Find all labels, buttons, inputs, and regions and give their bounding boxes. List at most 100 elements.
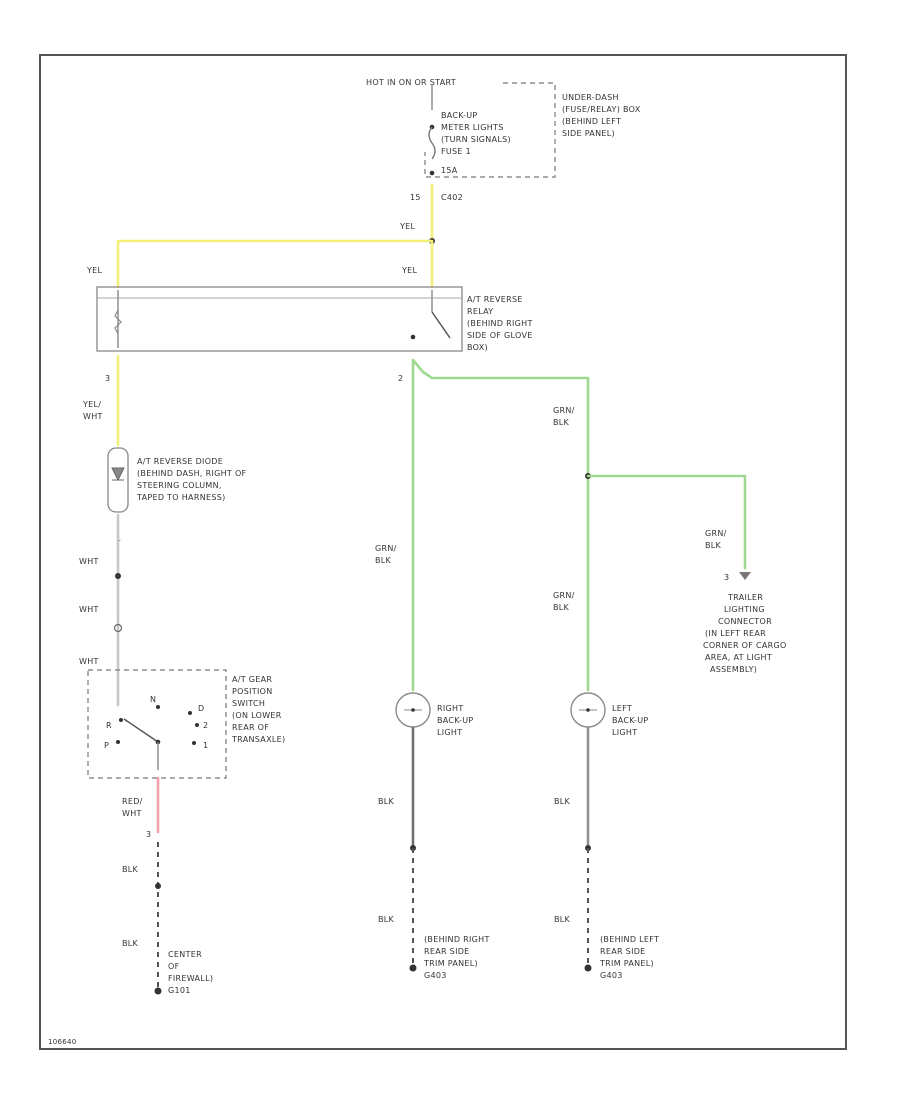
blk-splice	[155, 883, 161, 889]
fuse-pin-label: 15	[410, 193, 421, 202]
gear-pos-1: 1	[203, 741, 208, 750]
relay-label-1: A/T REVERSE	[467, 295, 523, 304]
right-ground-label-4: G403	[424, 971, 447, 980]
fuse-element	[428, 126, 436, 160]
right-ground-label-3: TRIM PANEL)	[423, 959, 478, 968]
yel-wht-label-2: WHT	[83, 412, 103, 421]
gear-contact-1	[192, 741, 196, 745]
fuse-bottom-terminal	[429, 170, 435, 176]
switch-bottom-pin: 3	[146, 830, 151, 839]
wht-connector	[113, 623, 123, 633]
diode-label-3: STEERING COLUMN,	[137, 481, 222, 490]
grn-blk-mid-label-2: BLK	[553, 603, 570, 612]
ground-right	[409, 964, 417, 972]
trailer-label-2: LIGHTING	[724, 605, 765, 614]
ground-left	[584, 964, 592, 972]
relay-coil-symbol	[114, 309, 122, 335]
wht-label-1: WHT	[79, 557, 99, 566]
trailer-label-5: CORNER OF CARGO	[703, 641, 787, 650]
gear-switch-label-1: A/T GEAR	[232, 675, 272, 684]
gear-switch-label-3: SWITCH	[232, 699, 265, 708]
blk-lr-label-1: BLK	[554, 797, 571, 806]
relay-left-pin: 3	[105, 374, 110, 383]
grn-blk-wire-trailer	[586, 474, 747, 570]
gear-switch-wiper	[123, 718, 159, 743]
ground-center-label-1: CENTER	[168, 950, 202, 959]
fuse-box-label-4: SIDE PANEL)	[562, 129, 615, 138]
blk-label-2: BLK	[122, 939, 139, 948]
power-label: HOT IN ON OR START	[366, 78, 456, 87]
wht-label-2: WHT	[79, 605, 99, 614]
trailer-pin: 3	[724, 573, 729, 582]
grn-blk-top-label-2: BLK	[553, 418, 570, 427]
figure-id: 106640	[48, 1038, 77, 1046]
ground-center-label-2: OF	[168, 962, 180, 971]
fuse-box-outline	[424, 82, 556, 178]
relay-label-5: BOX)	[467, 343, 488, 352]
ground-center-label-3: FIREWALL)	[168, 974, 213, 983]
fuse-connector-label: C402	[441, 193, 463, 202]
fuse-box-label-3: (BEHIND LEFT	[562, 117, 621, 126]
right-ground-label-2: REAR SIDE	[424, 947, 470, 956]
trailer-connector-terminal	[739, 572, 751, 580]
blk-label-1: BLK	[122, 865, 139, 874]
fuse-box-label-1: UNDER-DASH	[562, 93, 619, 102]
gear-switch-label-6: TRANSAXLE)	[231, 735, 285, 744]
ground-g101	[154, 987, 162, 995]
trailer-label-4: (IN LEFT REAR	[705, 629, 766, 638]
diode-label-1: A/T REVERSE DIODE	[137, 457, 223, 466]
right-ground-label-1: (BEHIND RIGHT	[424, 935, 490, 944]
gear-pos-p: P	[104, 741, 109, 750]
ground-center-label-4: G101	[168, 986, 191, 995]
yel-right-label: YEL	[401, 266, 418, 275]
fuse-label-5: 15A	[441, 166, 458, 175]
reverse-relay-box	[96, 286, 463, 352]
grn-blk-trailer-label-1: GRN/	[705, 529, 727, 538]
grn-blk-left-label-1: GRN/	[375, 544, 397, 553]
trailer-label-1: TRAILER	[727, 593, 763, 602]
grn-blk-mid-label-1: GRN/	[553, 591, 575, 600]
yel-wht-label-1: YEL/	[82, 400, 101, 409]
yel-wire-label: YEL	[399, 222, 416, 231]
relay-switch-contact	[431, 311, 451, 339]
left-lamp-label-3: LIGHT	[612, 728, 637, 737]
gear-pos-d: D	[198, 704, 204, 713]
fuse-label-1: BACK-UP	[441, 111, 477, 120]
reverse-diode-box	[107, 447, 129, 513]
left-lamp-node	[586, 708, 590, 712]
wht-label-3: WHT	[79, 657, 99, 666]
fuse-label-2: METER LIGHTS	[441, 123, 504, 132]
grn-blk-wire-main	[411, 358, 590, 692]
grn-blk-left-label-2: BLK	[375, 556, 392, 565]
fuse-box-label-2: (FUSE/RELAY) BOX	[562, 105, 641, 114]
trailer-label-6: AREA, AT LIGHT	[705, 653, 772, 662]
gear-contact-r	[119, 718, 123, 722]
diode-symbol	[111, 467, 125, 482]
relay-out-pin: 2	[398, 374, 403, 383]
relay-contact-point	[410, 334, 416, 340]
blk-lr-label-2: BLK	[554, 915, 571, 924]
grn-blk-top-label-1: GRN/	[553, 406, 575, 415]
gear-pos-2: 2	[203, 721, 208, 730]
gear-switch-label-4: (ON LOWER	[232, 711, 282, 720]
wht-splice	[115, 573, 121, 579]
diagram-frame	[39, 54, 847, 1050]
left-ground-label-1: (BEHIND LEFT	[600, 935, 659, 944]
fuse-label-4: FUSE 1	[441, 147, 471, 156]
trailer-label-3: CONNECTOR	[718, 617, 772, 626]
left-ground-label-3: TRIM PANEL)	[599, 959, 654, 968]
left-ground-label-4: G403	[600, 971, 623, 980]
gear-pos-r: R	[106, 721, 112, 730]
gear-contact-n	[156, 705, 160, 709]
yel-left-label: YEL	[86, 266, 103, 275]
right-lamp-label-3: LIGHT	[437, 728, 462, 737]
trailer-label-7: ASSEMBLY)	[710, 665, 757, 674]
gear-contact-2	[195, 723, 199, 727]
diode-label-4: TAPED TO HARNESS)	[136, 493, 226, 502]
relay-label-2: RELAY	[467, 307, 494, 316]
grn-blk-trailer-label-2: BLK	[705, 541, 722, 550]
blk-rr-label-1: BLK	[378, 797, 395, 806]
left-lamp-label-2: BACK-UP	[612, 716, 648, 725]
red-wht-label-2: WHT	[122, 809, 142, 818]
